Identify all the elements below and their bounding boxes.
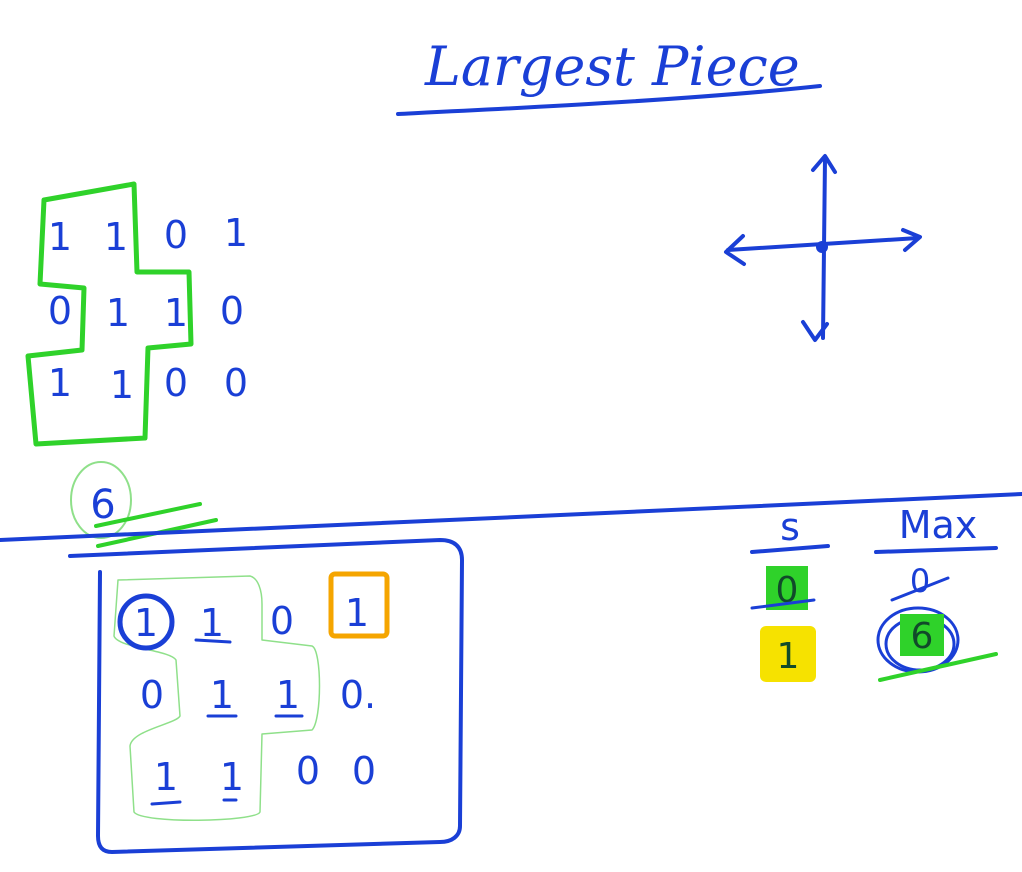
s-header-underline [750, 544, 830, 554]
max-column: Max 0 6 [874, 503, 998, 682]
s-column: s 0 1 [750, 505, 830, 682]
bottom-grid: 1 1 0 1 0 1 1 0. 1 1 0 0 [117, 571, 390, 806]
bottom-grid-cell: 0 [140, 673, 164, 717]
max-header-underline [874, 546, 998, 554]
title-underline [396, 84, 822, 116]
top-grid-cell: 0 [164, 213, 188, 257]
four-direction-arrows-icon [724, 154, 922, 342]
top-grid-cell: 1 [164, 291, 188, 335]
s-strike [750, 598, 816, 610]
top-region-outline [25, 181, 194, 447]
bottom-grid-cell: 1 [345, 591, 369, 635]
bottom-grid-cell: 1 [154, 755, 178, 799]
top-grid-cell: 1 [110, 363, 134, 407]
top-grid-cell: 1 [48, 361, 72, 405]
top-grid-cell: 0 [224, 361, 248, 405]
current-cell-circle [117, 593, 175, 651]
top-grid-cell: 1 [224, 211, 248, 255]
divider-line [0, 492, 1022, 542]
top-grid-cell: 1 [48, 215, 72, 259]
bottom-grid-cell: 1 [134, 601, 158, 645]
answer-circle [70, 461, 132, 539]
max-current-highlight [900, 614, 944, 656]
bottom-grid-box [68, 538, 464, 854]
top-grid-cell: 1 [106, 291, 130, 335]
max-check-mark [878, 652, 998, 682]
s-header: s [780, 505, 800, 549]
top-grid-cell: 1 [104, 215, 128, 259]
s-current-highlight [760, 626, 816, 682]
s-current-value: 1 [777, 636, 800, 677]
bottom-grid-cell: 0 [296, 749, 320, 793]
bottom-grid-cell: 1 [220, 755, 244, 799]
bottom-grid-cell: 0 [270, 599, 294, 643]
max-current-value: 6 [911, 616, 934, 657]
top-grid-cell: 0 [48, 289, 72, 333]
top-grid-cell: 0 [164, 361, 188, 405]
bottom-grid-cell: 1 [200, 601, 224, 645]
bottom-grid-cell: 0. [340, 673, 376, 717]
bottom-grid-cell: 1 [210, 673, 234, 717]
top-grid: 1 1 0 1 0 1 1 0 1 1 0 0 [48, 211, 248, 407]
bottom-region-outline [113, 575, 321, 821]
bottom-grid-cell: 1 [276, 673, 300, 717]
answer-check-mark [94, 502, 202, 528]
max-header: Max [899, 503, 978, 547]
queued-cell-box [328, 571, 390, 639]
top-answer: 6 [90, 482, 115, 528]
max-old-value: 0 [910, 562, 930, 600]
bottom-grid-cell: 0 [352, 749, 376, 793]
s-old-value: 0 [776, 570, 799, 611]
top-grid-cell: 0 [220, 289, 244, 333]
max-strike [890, 576, 950, 602]
page-title: Largest Piece [424, 35, 800, 98]
